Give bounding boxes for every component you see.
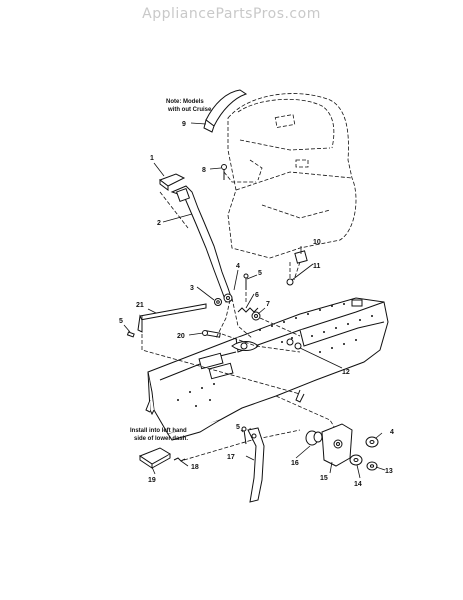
leader-lines xyxy=(123,122,386,479)
washer-14 xyxy=(349,454,363,466)
callout-1: 1 xyxy=(150,155,154,162)
nut-11 xyxy=(286,278,294,286)
note-cruise-line2: with out Cruise xyxy=(167,107,212,113)
lower-pedal-arm xyxy=(247,427,265,503)
screw-lower xyxy=(241,426,247,445)
callout-8: 8 xyxy=(202,167,206,174)
callout-19: 19 xyxy=(148,477,156,484)
pedal-lever xyxy=(170,185,233,303)
callout-10: 10 xyxy=(313,239,321,246)
callout-11: 11 xyxy=(313,263,321,270)
nut-13 xyxy=(366,461,378,471)
bracket-15 xyxy=(321,423,353,467)
callout-20: 20 xyxy=(177,333,185,340)
callout-12: 12 xyxy=(342,369,350,376)
callout-13: 13 xyxy=(385,468,393,475)
callout-4-upper: 4 xyxy=(236,263,240,270)
callout-5-left: 5 xyxy=(119,318,123,325)
callout-17: 17 xyxy=(227,454,235,461)
callout-14: 14 xyxy=(354,481,362,488)
note-dash-line1: Install into left hand xyxy=(130,428,187,434)
bushing-16 xyxy=(305,430,323,446)
callout-18: 18 xyxy=(191,464,199,471)
note-cruise-line1: Note: Models xyxy=(166,99,204,105)
bolt-20 xyxy=(202,330,221,338)
rod-10 xyxy=(293,250,308,281)
callout-5-lower: 5 xyxy=(236,424,240,431)
callout-4-lower: 4 xyxy=(390,429,394,436)
watermark: AppliancePartsPros.com xyxy=(142,6,321,22)
callout-9: 9 xyxy=(182,121,186,128)
cruise-cover xyxy=(203,89,248,133)
screw-8 xyxy=(221,164,227,180)
callout-16: 16 xyxy=(291,460,299,467)
callout-2: 2 xyxy=(157,220,161,227)
bolt-left xyxy=(126,331,135,338)
rod-21 xyxy=(137,303,207,333)
callout-7: 7 xyxy=(266,301,270,308)
callout-5-upper: 5 xyxy=(258,270,262,277)
washer-4 xyxy=(365,436,379,448)
callout-21: 21 xyxy=(136,302,144,309)
fender-housing xyxy=(227,93,357,259)
cruise-link xyxy=(286,338,302,350)
note-dash-line2: side of lower dash. xyxy=(134,436,188,442)
dash-switch xyxy=(138,447,186,469)
callout-15: 15 xyxy=(320,475,328,482)
callout-3: 3 xyxy=(190,285,194,292)
frame xyxy=(145,297,389,441)
callout-6: 6 xyxy=(255,292,259,299)
pedal-pad xyxy=(158,173,186,191)
